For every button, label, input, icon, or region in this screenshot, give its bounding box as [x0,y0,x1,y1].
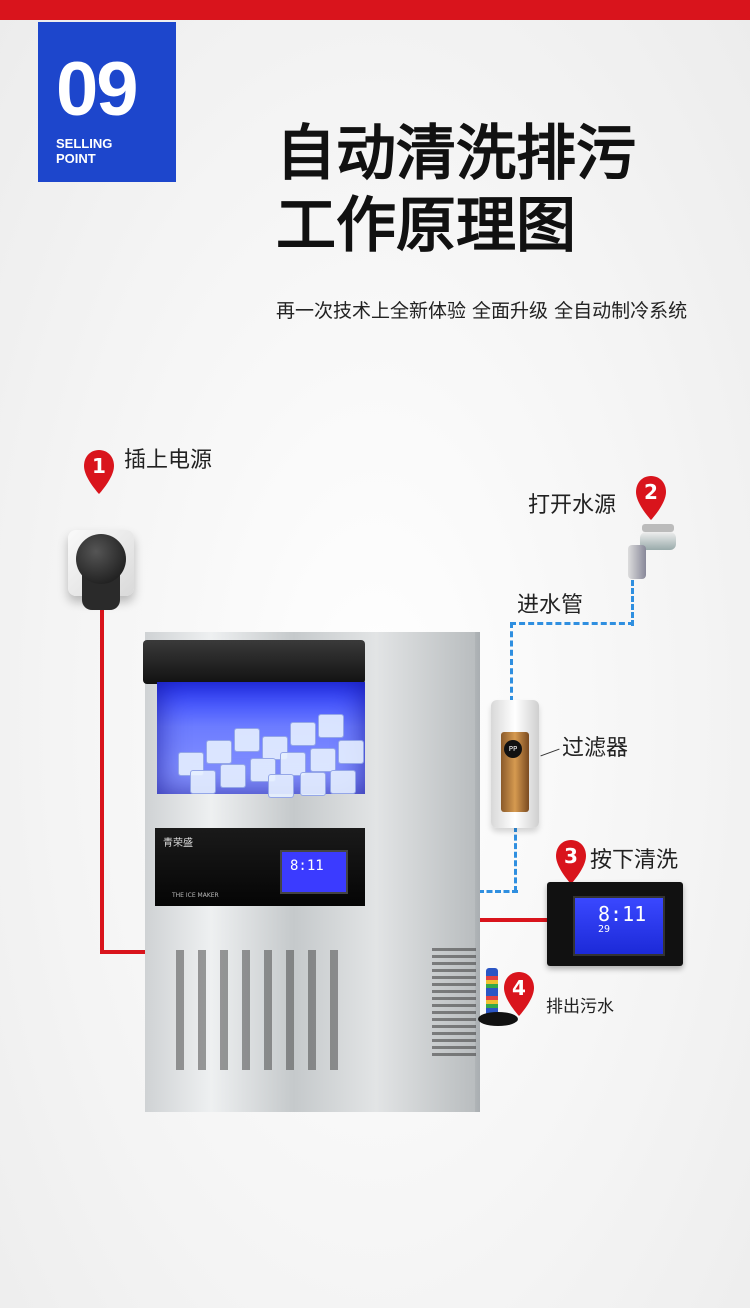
step-2-number: 2 [644,480,658,504]
power-cord-horizontal [100,950,150,954]
machine-model-text: THE ICE MAKER [172,892,219,899]
step-4-label: 排出污水 [546,997,614,1017]
plug-head [76,534,126,584]
selling-point-badge: 09 SELLING POINT [38,22,176,182]
filter-label: 过滤器 [562,736,629,761]
faucet-icon [640,532,676,550]
ice-cube [268,774,294,798]
step-2-label: 打开水源 [528,493,617,518]
step-3-label: 按下清洗 [590,848,679,873]
outlet-pipe-horizontal [478,890,518,894]
control-cable [478,918,548,922]
filter-pointer-line [540,748,560,757]
ice-cube [318,714,344,738]
drain-pipe [486,968,498,1016]
ice-cube [330,770,356,794]
ice-cube [234,728,260,752]
title-line-2: 工作原理图 [276,191,576,261]
step-1-label: 插上电源 [124,448,213,473]
ice-cube [220,764,246,788]
ice-cube [290,722,316,746]
page-subtitle: 再一次技术上全新体验 全面升级 全自动制冷系统 [276,300,688,322]
badge-text: SELLING POINT [56,136,113,166]
outlet-pipe [514,826,518,892]
inlet-pipe [510,580,634,626]
machine-display-time: 8:11 [290,858,324,874]
machine-lid [143,640,365,684]
step-3-number: 3 [564,844,578,868]
faucet-spout [628,545,646,579]
faucet-handle [642,524,674,532]
page-title: 自动清洗排污 工作原理图 [276,118,716,262]
step-1-pin-icon [84,450,114,494]
control-panel-temp: 29 [598,924,611,935]
ice-cube [310,748,336,772]
inlet-pipe-top [510,622,634,626]
title-line-1: 自动清洗排污 [276,119,636,189]
ice-cube [338,740,364,764]
inlet-pipe-label: 进水管 [517,593,584,618]
power-cord [100,610,104,954]
ice-cube [206,740,232,764]
vent-slot [170,950,350,1070]
step-4-pin-icon [504,972,534,1016]
ice-cube [300,772,326,796]
step-4-number: 4 [512,976,526,1000]
badge-number: 09 [56,47,139,132]
step-2-pin-icon [636,476,666,520]
side-vent [432,948,476,1058]
drain-base [478,1012,518,1026]
filter-tag: PP [504,740,522,758]
step-1-number: 1 [92,454,106,478]
machine-display [280,850,348,894]
ice-cube [190,770,216,794]
step-3-pin-icon [556,840,586,884]
top-bar [0,0,750,20]
control-panel-screen [573,896,665,956]
control-panel-time: 8:11 [598,902,647,926]
inlet-pipe-down [510,622,514,702]
machine-brand: 青荣盛 [163,838,193,849]
